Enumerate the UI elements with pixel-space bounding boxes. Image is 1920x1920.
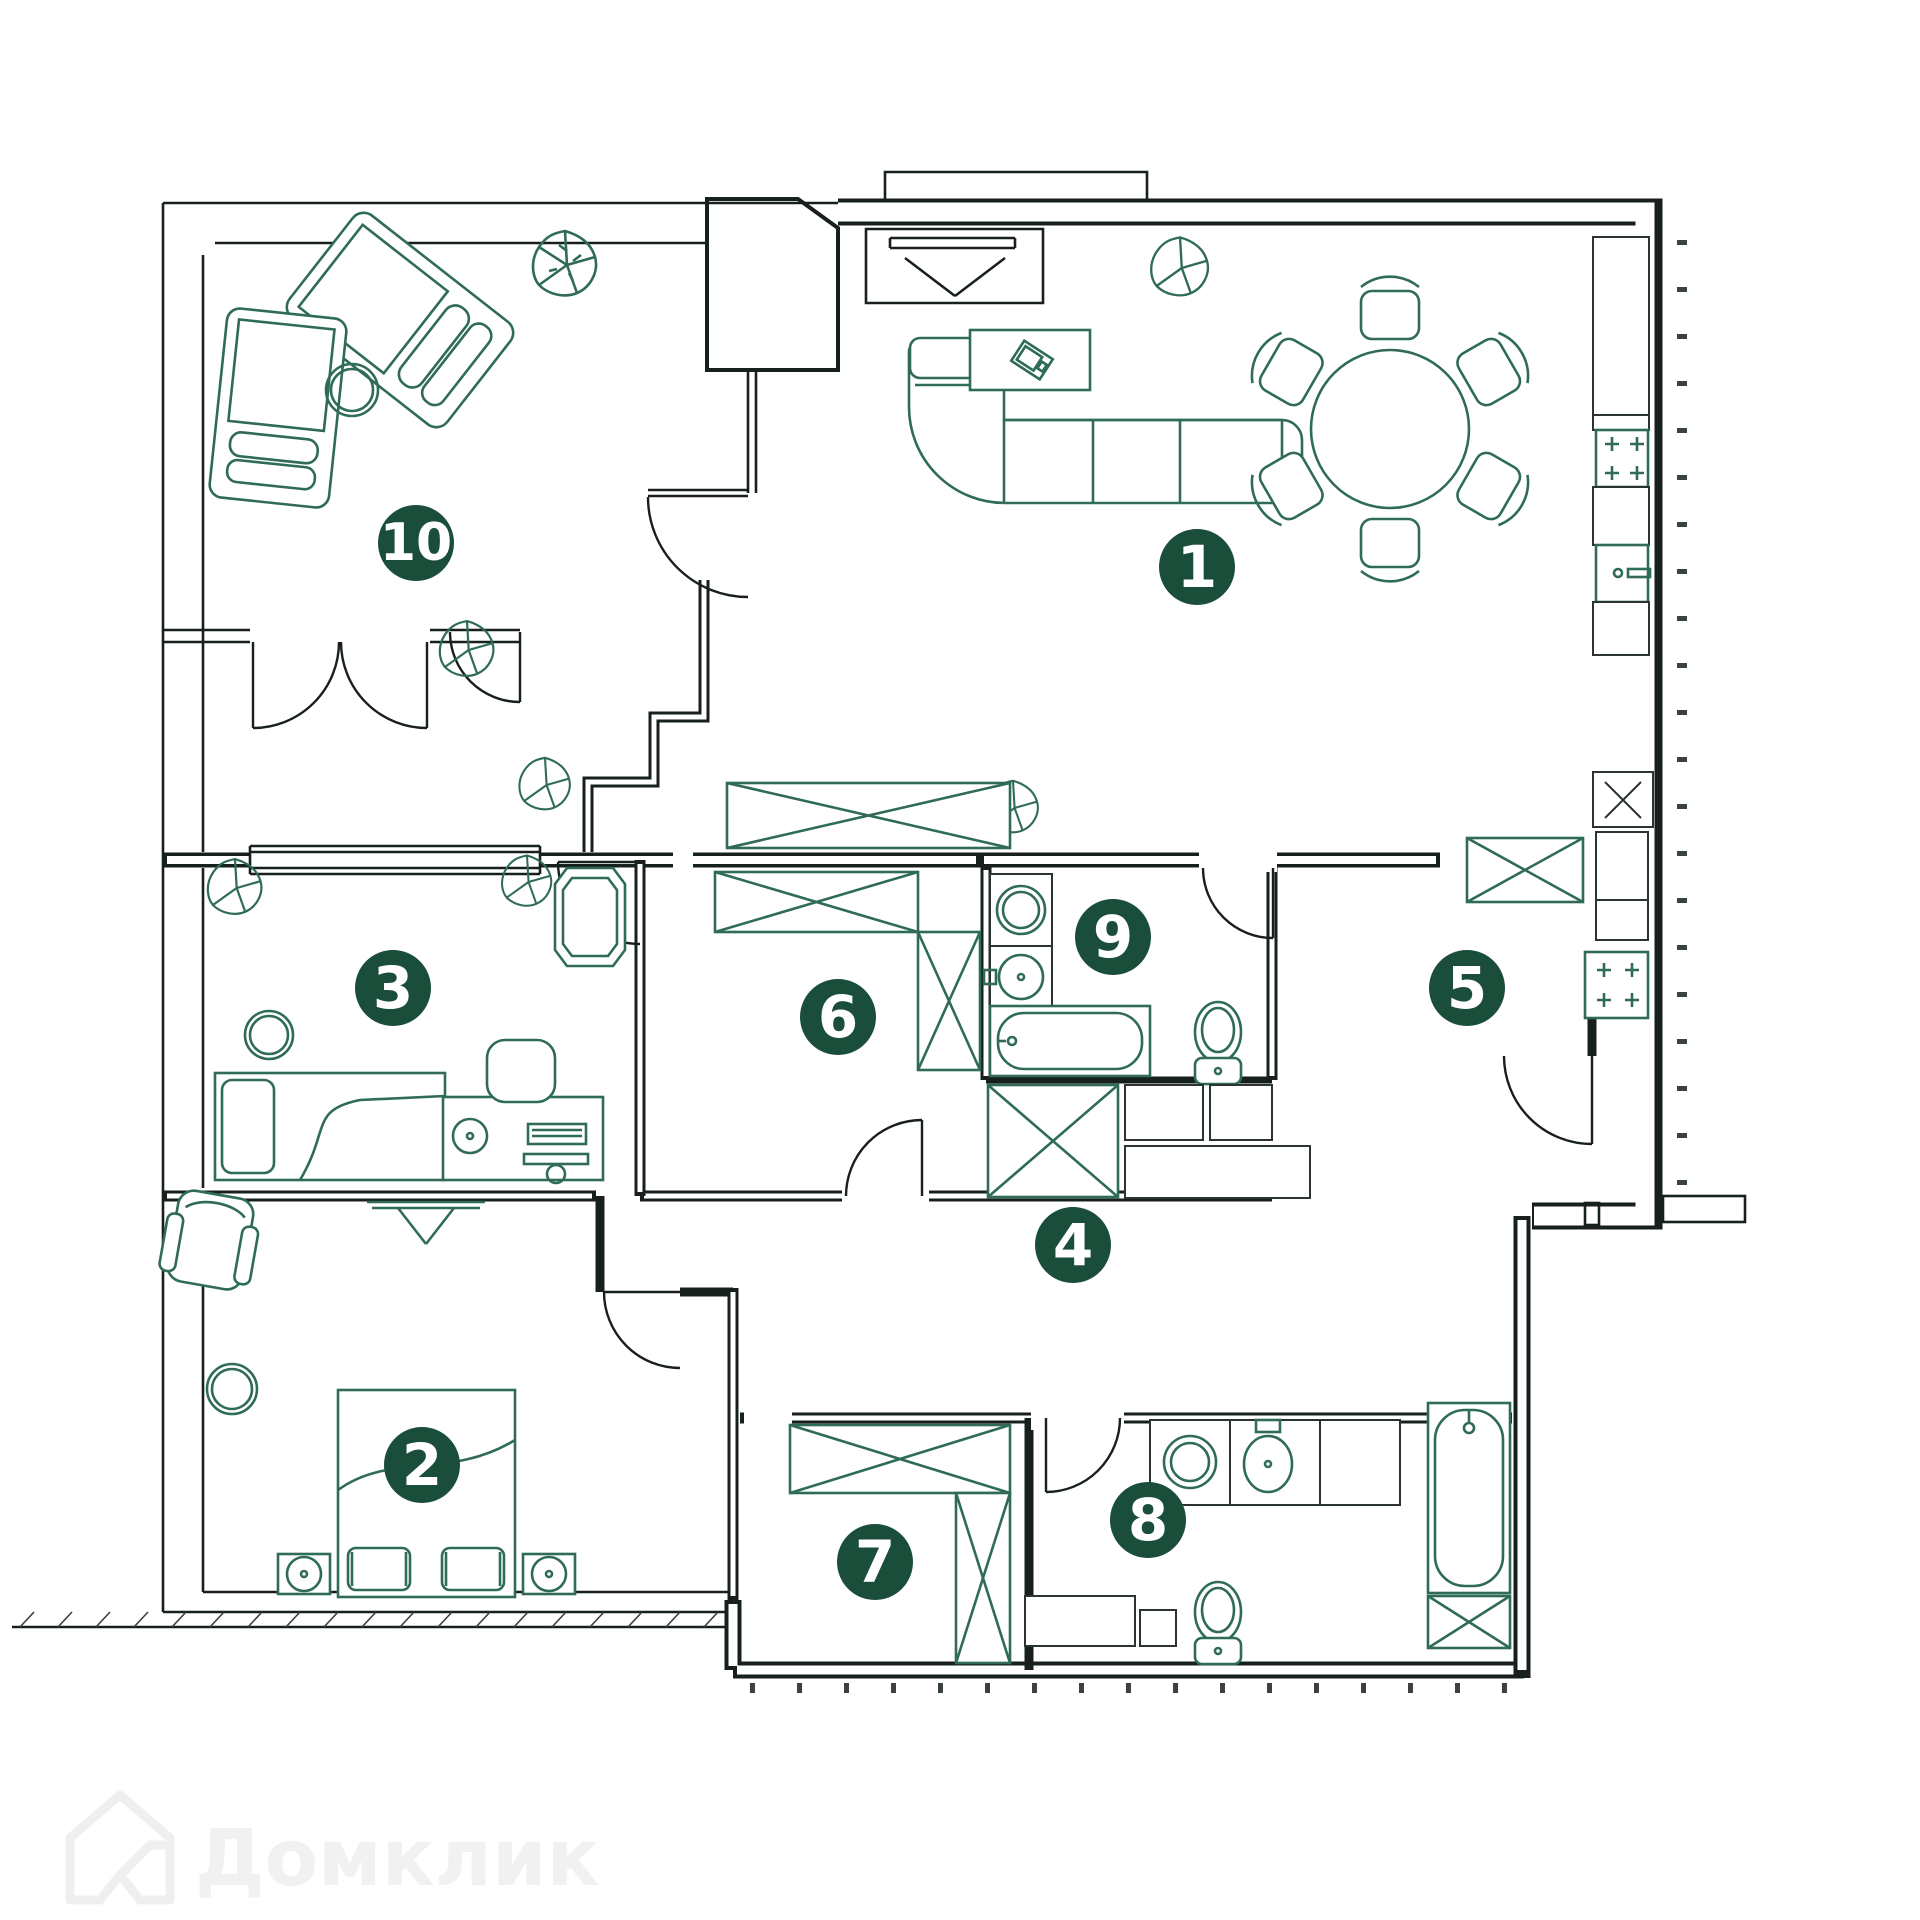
lounger-icon	[285, 211, 515, 429]
washer-drum-icon	[1162, 1434, 1218, 1490]
stool-icon	[243, 1009, 295, 1061]
plant-icon	[438, 619, 495, 677]
hall-wardrobe-icon	[713, 870, 982, 1072]
badge-number: 4	[1053, 1211, 1093, 1279]
toilet-icon	[1193, 1000, 1243, 1086]
badge-number: 3	[373, 954, 413, 1022]
storage-cabinet-icon	[986, 1083, 1120, 1199]
room-10-balcony	[208, 211, 515, 509]
room-badge-6: 6	[800, 979, 876, 1055]
hob-icon	[1583, 950, 1650, 1020]
tv-icon	[367, 1200, 485, 1245]
nightstand-icon	[521, 1552, 577, 1596]
interior-walls	[163, 852, 1597, 1670]
room-badge-7: 7	[837, 1524, 913, 1600]
desk-chair-icon	[485, 1038, 557, 1104]
bottom-wall-hatching	[19, 1611, 719, 1628]
passage-cabinet-icon	[1465, 836, 1585, 904]
badge-number: 8	[1128, 1486, 1168, 1554]
window-living	[864, 227, 1045, 305]
keyboard-icon	[526, 1122, 588, 1146]
wardrobe-icon	[788, 1423, 1012, 1665]
plant-icon	[206, 857, 263, 915]
entrance-jamb	[1583, 1201, 1601, 1227]
room-badge-5: 5	[1429, 950, 1505, 1026]
vanity-counter-icon	[1149, 1418, 1401, 1506]
pillow	[440, 1546, 506, 1592]
cabinet	[1024, 1595, 1136, 1647]
window-room3	[248, 844, 542, 876]
watermark-text: Домклик	[195, 1814, 599, 1904]
bath-sink-icon	[982, 945, 1053, 1009]
plants	[206, 229, 1210, 915]
dining-set-icon	[1250, 275, 1530, 583]
badge-number: 5	[1447, 954, 1487, 1022]
room-badge-10: 10	[378, 505, 454, 581]
stove-icon	[1594, 428, 1650, 489]
living-wardrobe-icon	[725, 781, 1012, 850]
bathtub-icon	[1426, 1401, 1512, 1650]
room-9-bathroom	[982, 873, 1243, 1086]
pillow	[346, 1546, 412, 1592]
cabinet	[1139, 1609, 1177, 1647]
pillow	[220, 1078, 276, 1175]
room-badge-2: 2	[384, 1427, 460, 1503]
room-1-living	[725, 275, 1530, 850]
plant-icon	[518, 756, 571, 811]
coffee-table-icon	[968, 328, 1092, 392]
pouf-icon	[553, 866, 627, 968]
room-badges: 1 2 3 4 5 6 7 8 9 10	[355, 505, 1505, 1600]
plant-icon	[501, 854, 553, 907]
room-8-bathroom	[1024, 1401, 1512, 1666]
desk-lamp-icon	[451, 1117, 489, 1155]
desk-icon	[441, 1038, 605, 1185]
vent-shaft-icon	[1592, 771, 1654, 828]
side-table-icon	[324, 362, 380, 418]
corridor-storage	[986, 1083, 1311, 1199]
badge-number: 6	[818, 983, 858, 1051]
room-badge-1: 1	[1159, 529, 1235, 605]
room-badge-8: 8	[1110, 1482, 1186, 1558]
watermark-house-icon	[65, 1790, 175, 1905]
armchair-icon	[158, 1189, 260, 1291]
watermark: Домклик	[65, 1790, 599, 1905]
sink-icon	[1242, 1434, 1294, 1494]
badge-number: 2	[402, 1431, 442, 1499]
nightstand-icon	[276, 1552, 332, 1596]
badge-number: 7	[855, 1528, 895, 1596]
plant-icon	[531, 229, 598, 297]
corner-sofa-icon	[907, 336, 1304, 505]
kitchen-sink-icon	[1594, 543, 1652, 604]
laptop-icon	[1009, 338, 1055, 382]
room-badge-3: 3	[355, 950, 431, 1026]
room-3-bedroom	[213, 866, 627, 1185]
plant-icon	[1150, 236, 1210, 297]
room-2-bedroom	[158, 1189, 577, 1599]
badge-number: 9	[1093, 903, 1133, 971]
bathtub-icon	[988, 1004, 1152, 1078]
round-table-icon	[205, 1362, 259, 1416]
room-6-hall	[713, 870, 982, 1072]
room-badge-4: 4	[1035, 1207, 1111, 1283]
lounger-icon	[208, 307, 348, 509]
badge-number: 10	[380, 513, 452, 573]
kitchen-counter	[1465, 236, 1654, 1020]
badge-number: 1	[1177, 533, 1217, 601]
toilet-icon	[1193, 1580, 1243, 1666]
single-bed-icon	[213, 1071, 447, 1182]
washing-machine-icon	[989, 873, 1053, 947]
room-7-wardrobe	[788, 1423, 1012, 1665]
room-badge-9: 9	[1075, 899, 1151, 975]
